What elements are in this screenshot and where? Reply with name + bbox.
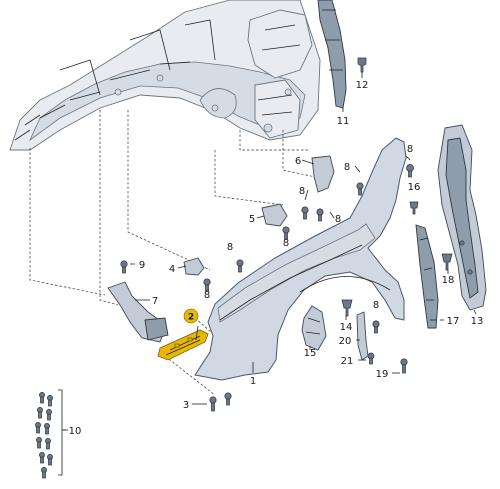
part-18-clip[interactable] — [441, 253, 453, 271]
bolt-8e[interactable] — [282, 226, 290, 240]
callout-leaders — [62, 72, 477, 431]
bolt-19[interactable] — [400, 358, 408, 374]
callout-6[interactable]: 6 — [295, 156, 301, 167]
callout-7[interactable]: 7 — [152, 296, 158, 307]
callout-8-c[interactable]: 8 — [299, 186, 305, 197]
part-12-clip[interactable] — [357, 57, 367, 73]
callout-4[interactable]: 4 — [169, 264, 175, 275]
callout-8-d[interactable]: 8 — [335, 214, 341, 225]
callout-3[interactable]: 3 — [183, 400, 189, 411]
body-shell — [9, 0, 321, 151]
bolt-8f[interactable] — [236, 259, 244, 273]
bolt-8c[interactable] — [316, 208, 324, 222]
callout-8-b[interactable]: 8 — [407, 144, 413, 155]
callout-12[interactable]: 12 — [356, 80, 369, 91]
part-4-bracket[interactable] — [183, 257, 205, 276]
part-14-clip[interactable] — [341, 299, 353, 317]
part-17-trim[interactable] — [415, 224, 439, 329]
callout-8-h[interactable]: 8 — [373, 300, 379, 311]
callout-2-badge — [183, 308, 199, 324]
callout-2[interactable]: 2 — [188, 313, 194, 323]
part-1-fender[interactable] — [194, 137, 407, 381]
part-16-clip[interactable] — [409, 201, 419, 215]
bolt-8b[interactable] — [356, 182, 364, 196]
callout-ticks — [304, 155, 436, 321]
part-13-liner[interactable] — [437, 124, 487, 311]
callout-21[interactable]: 21 — [341, 356, 354, 367]
callout-9[interactable]: 9 — [139, 260, 145, 271]
callout-8-g[interactable]: 8 — [204, 290, 210, 301]
part-10-clip-set[interactable] — [35, 389, 66, 479]
part-5-bracket[interactable] — [261, 203, 288, 227]
part-15-bracket[interactable] — [301, 305, 327, 351]
callout-labels: 1 2 3 4 5 6 7 8 8 8 8 8 8 8 8 9 10 11 12… — [69, 80, 484, 437]
callout-17[interactable]: 17 — [447, 316, 460, 327]
part-11-seal[interactable] — [317, 0, 347, 109]
part-20-bracket[interactable] — [356, 311, 369, 361]
bolt-8g[interactable] — [203, 278, 211, 292]
callout-1[interactable]: 1 — [250, 376, 256, 387]
bolt-8h[interactable] — [372, 320, 380, 334]
callout-11[interactable]: 11 — [337, 116, 350, 127]
callout-10[interactable]: 10 — [69, 426, 82, 437]
callout-5[interactable]: 5 — [249, 214, 255, 225]
callout-8-f[interactable]: 8 — [227, 242, 233, 253]
callout-15[interactable]: 15 — [304, 348, 317, 359]
bolt-3b[interactable] — [224, 392, 232, 406]
callout-16[interactable]: 16 — [408, 182, 421, 193]
callout-14[interactable]: 14 — [340, 322, 353, 333]
callout-8-e[interactable]: 8 — [283, 238, 289, 249]
bolts — [120, 164, 414, 412]
bolt-21[interactable] — [367, 352, 375, 365]
part-2-bracket-highlighted[interactable] — [157, 329, 209, 361]
part-6-bracket[interactable] — [311, 155, 335, 193]
bolt-9[interactable] — [120, 260, 128, 274]
callout-8-a[interactable]: 8 — [344, 162, 350, 173]
part-7-bracket[interactable] — [107, 281, 169, 343]
bolt-8a[interactable] — [406, 164, 414, 178]
callout-18[interactable]: 18 — [442, 275, 455, 286]
bolt-3a[interactable] — [209, 396, 217, 412]
callout-19[interactable]: 19 — [376, 369, 389, 380]
bolt-8d[interactable] — [301, 206, 309, 220]
callout-20[interactable]: 20 — [339, 336, 352, 347]
callout-13[interactable]: 13 — [471, 316, 484, 327]
